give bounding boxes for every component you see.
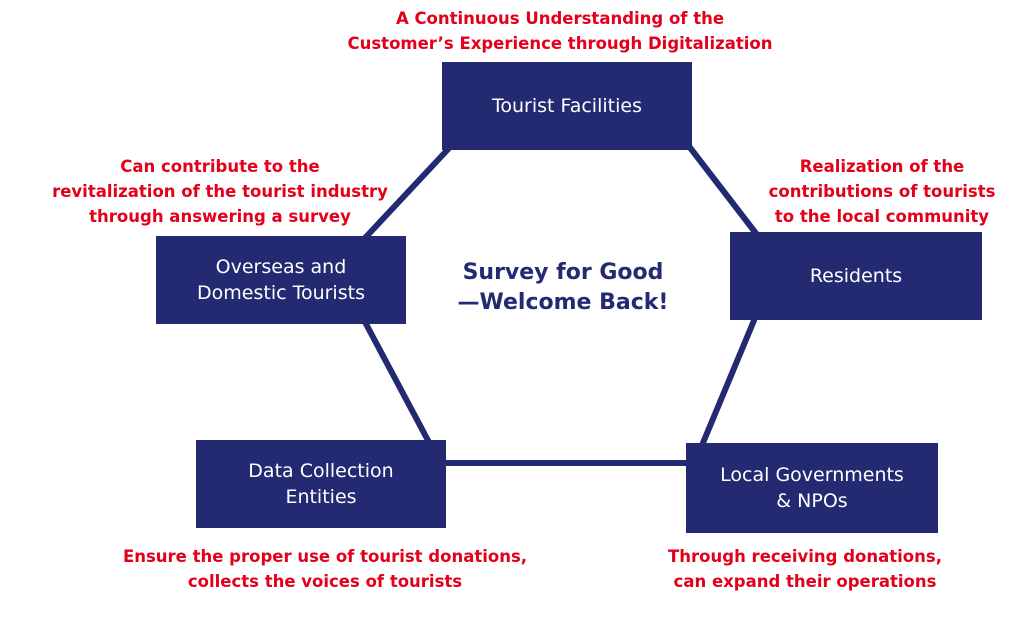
note-local-governments: Through receiving donations, can expand … (668, 547, 942, 591)
note-tourist-facilities: A Continuous Understanding of the Custom… (347, 9, 773, 53)
node-data-collection-entities: Data Collection Entities (196, 440, 446, 528)
note-tourists: Can contribute to the revitalization of … (52, 157, 388, 226)
note-residents: Realization of the contributions of tour… (768, 157, 996, 226)
line-data-collection-to-tourists (362, 319, 443, 466)
node-residents: Residents (730, 232, 982, 320)
line-residents-to-governments (692, 315, 758, 465)
node-local-governments-npos: Local Governments & NPOs (686, 443, 938, 533)
node-overseas-domestic-tourists: Overseas and Domestic Tourists (156, 236, 406, 324)
note-data-collection: Ensure the proper use of tourist donatio… (122, 547, 528, 591)
center-title: Survey for Good —Welcome Back! (457, 260, 669, 315)
node-tourist-facilities: Tourist Facilities (442, 62, 692, 150)
line-tourists-to-facilities (362, 142, 455, 241)
line-facilities-to-residents (685, 142, 761, 239)
